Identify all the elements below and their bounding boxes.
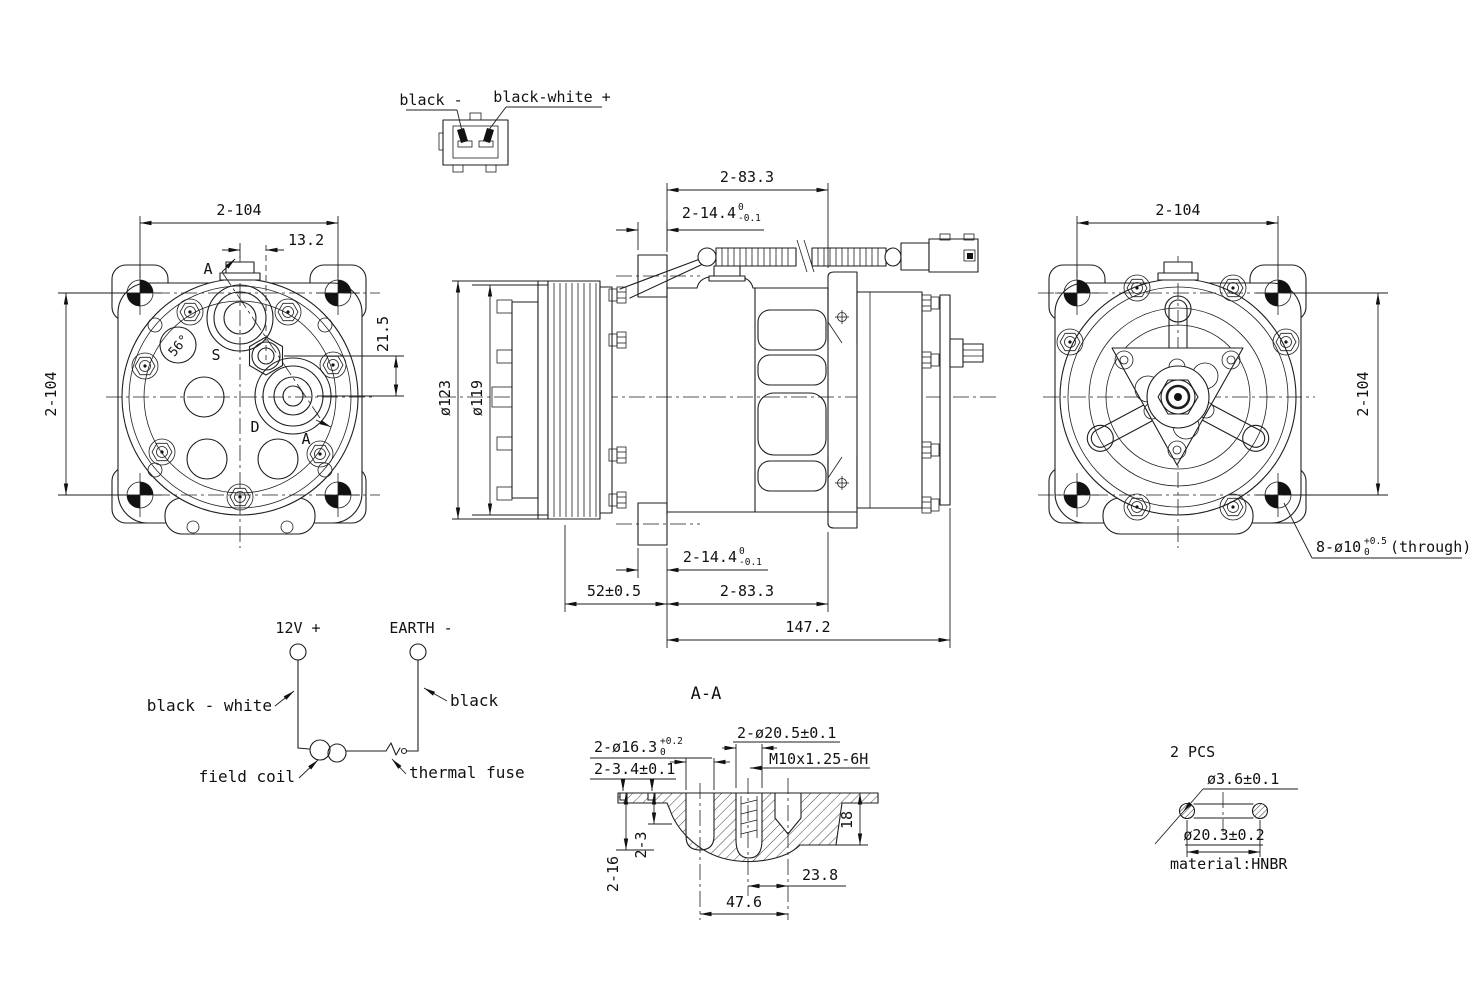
connector-pin-left	[457, 128, 468, 143]
section-thread-spec: M10x1.25-6H	[769, 750, 868, 768]
section-dim-bore: 2-ø16.3	[594, 738, 657, 756]
field-coil-label: field coil	[199, 767, 295, 786]
thermal-fuse-symbol	[385, 742, 401, 756]
rear-head	[856, 291, 923, 509]
oring-cross-section-left	[1178, 802, 1196, 820]
shaft-nut-hex	[1157, 379, 1199, 415]
side-dim-overall: 147.2	[785, 618, 830, 636]
side-view: 2-83.3 2-14.4 0 -0.1 ø123 ø119 2-14.4 0 …	[436, 168, 998, 648]
oring-dim-cross-section: ø3.6±0.1	[1207, 770, 1279, 788]
rear-dim-height: 2-104	[1354, 371, 1372, 416]
thermal-fuse-label: thermal fuse	[409, 763, 525, 782]
section-label-bottom: A	[301, 430, 310, 448]
clutch-armature-plate	[1086, 295, 1270, 466]
wire-positive-label: black - white	[147, 696, 272, 715]
svg-text:0: 0	[660, 747, 666, 758]
svg-text:+0.5: +0.5	[1364, 536, 1387, 547]
side-dim-lug-bottom: 2-14.4	[683, 548, 737, 566]
terminal-positive	[289, 643, 307, 661]
rear-dim-width: 2-104	[1155, 201, 1200, 219]
side-dim-pulley-od: ø123	[436, 380, 454, 416]
rear-lug-top	[827, 271, 858, 344]
suction-label: S	[211, 346, 220, 364]
side-dim-pulley-id: ø119	[468, 380, 486, 416]
svg-text:+0.2: +0.2	[660, 736, 683, 747]
section-dim-depth-left: 2-16	[604, 856, 622, 892]
front-dim-height: 2-104	[42, 371, 60, 416]
terminal-positive-label: 12V +	[275, 619, 320, 637]
rear-hole-note-suffix: (through)	[1390, 538, 1471, 556]
front-dim-ports: 21.5	[374, 316, 392, 352]
connector-pin-right	[483, 128, 494, 143]
oring-detail: 2 PCS ø3.6±0.1 ø20.3±0.2 material:HNBR	[1154, 743, 1298, 873]
side-dim-span-bottom: 2-83.3	[720, 582, 774, 600]
rear-hole-note: 8-ø10	[1316, 538, 1361, 556]
connector-pin-right-label: black-white +	[493, 88, 610, 106]
svg-text:-0.1: -0.1	[739, 557, 762, 568]
wire-negative-label: black	[450, 691, 499, 710]
side-dim-span-top: 2-83.3	[720, 168, 774, 186]
svg-text:0: 0	[738, 202, 744, 213]
section-dim-small: 2-3.4±0.1	[594, 760, 675, 778]
terminal-negative	[409, 643, 427, 661]
section-aa-view: A-A 2-ø16.3 +0.2 0 2-3.4±0.1 2-ø20.5±0.1	[590, 684, 879, 920]
front-dim-offset: 13.2	[288, 231, 324, 249]
side-dim-face: 52±0.5	[587, 582, 641, 600]
oring-quantity: 2 PCS	[1170, 743, 1215, 761]
svg-text:-0.1: -0.1	[738, 213, 761, 224]
front-view: 56° A A S D 2-104 13.2 21.5 2-104	[42, 201, 404, 548]
section-label-top: A	[203, 260, 212, 278]
discharge-label: D	[250, 418, 259, 436]
section-dim-depth-step: 2-3	[632, 831, 650, 858]
rear-lug-bottom	[827, 456, 858, 529]
connector-pinout-detail: black - black-white +	[399, 88, 611, 173]
wiring-diagram: 12V + EARTH - black - white black field …	[147, 619, 525, 786]
oring-material: material:HNBR	[1170, 855, 1288, 873]
pulley-front-flange	[537, 280, 549, 520]
wire-harness	[619, 233, 979, 299]
svg-text:0: 0	[739, 546, 745, 557]
section-dim-half-span: 23.8	[802, 866, 838, 884]
connector-pin-left-label: black -	[399, 91, 462, 109]
oring-dim-inner-dia: ø20.3±0.2	[1183, 826, 1264, 844]
side-dim-lug-top: 2-14.4	[682, 204, 736, 222]
field-coil-symbol	[309, 739, 331, 761]
rear-fitting-hex	[962, 343, 984, 363]
svg-text:0: 0	[1364, 547, 1370, 558]
terminal-negative-label: EARTH -	[389, 619, 452, 637]
section-dim-counterbore: 2-ø20.5±0.1	[737, 724, 836, 742]
section-dim-span: 47.6	[726, 893, 762, 911]
pulley-belt-grooves	[547, 280, 601, 520]
rear-plate	[939, 294, 951, 506]
section-title: A-A	[691, 684, 722, 704]
rear-view: 2-104 2-104 8-ø10 +0.5 0 (through)	[1038, 201, 1471, 559]
suction-port	[206, 284, 274, 352]
front-dim-width: 2-104	[216, 201, 261, 219]
oring-cross-section-right	[1251, 802, 1269, 820]
section-dim-depth-right: 18	[838, 811, 856, 829]
